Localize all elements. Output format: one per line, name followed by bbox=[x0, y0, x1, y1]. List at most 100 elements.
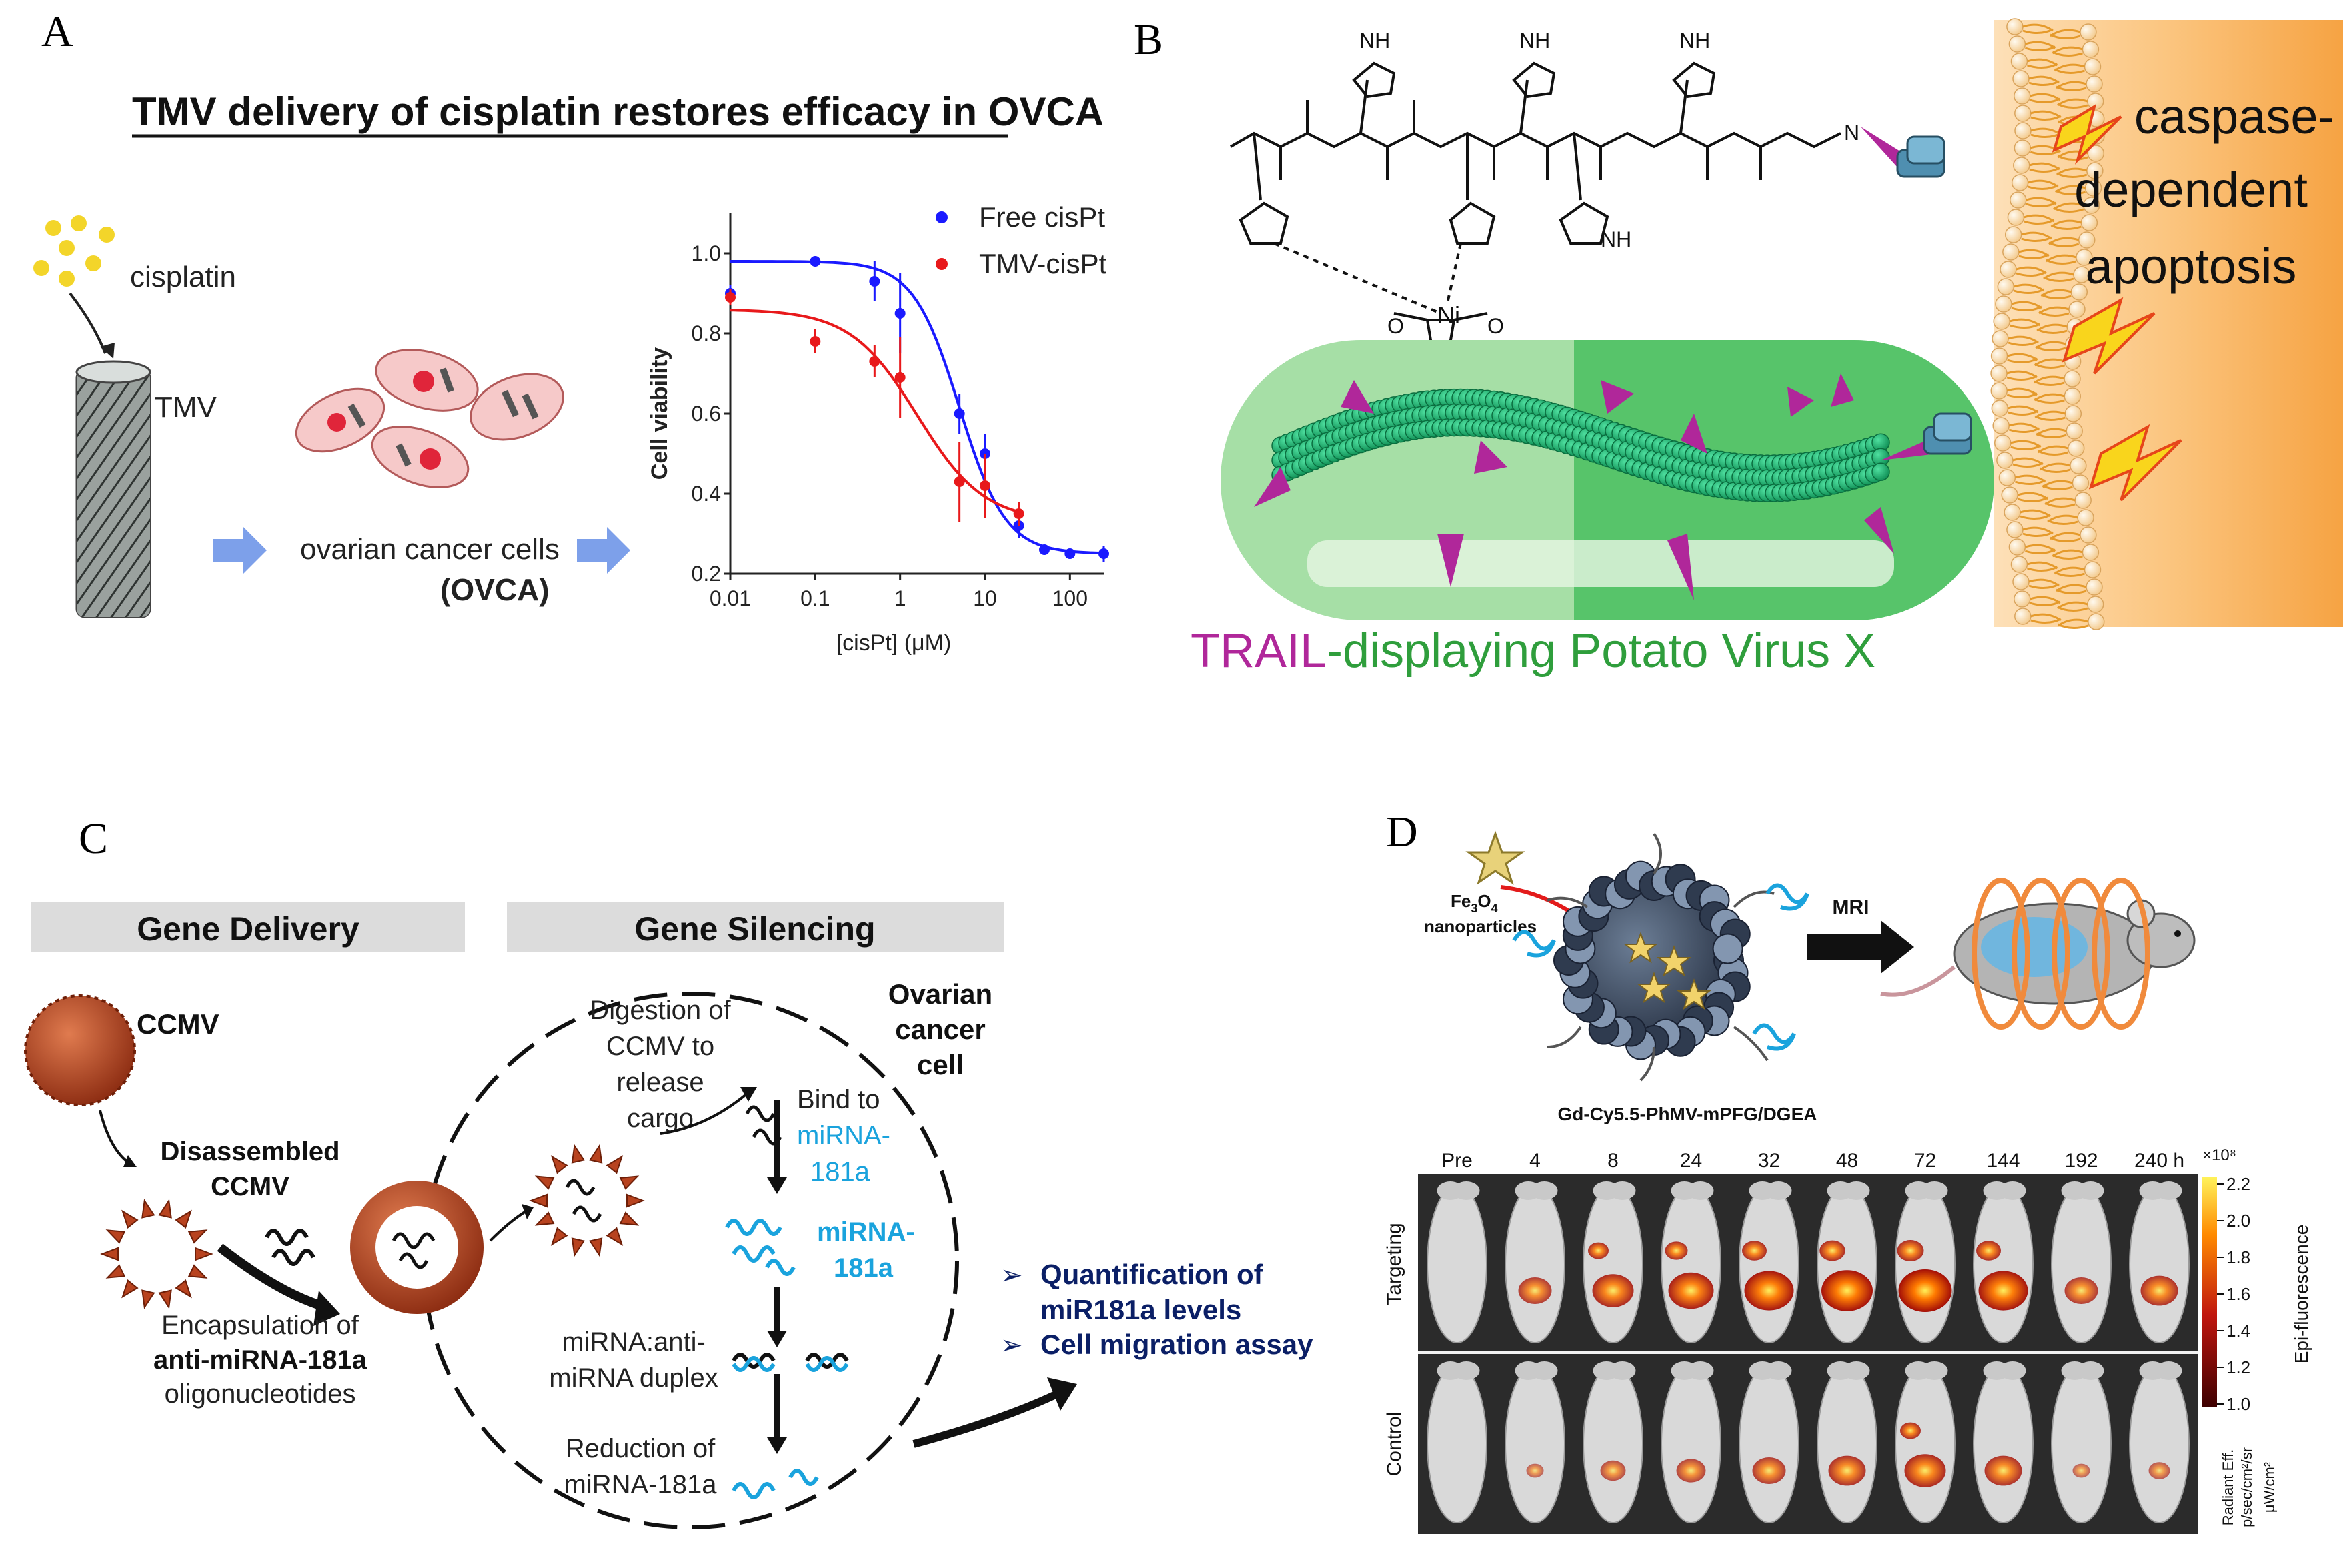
panel-c: Gene Delivery Gene Silencing CCMV Disass… bbox=[24, 902, 1313, 1529]
disassembled-fragments bbox=[100, 1199, 213, 1309]
lipid-head bbox=[1995, 295, 2012, 313]
lipid-head bbox=[2001, 486, 2018, 504]
x-tick-label: 0.1 bbox=[800, 586, 830, 610]
arrow-disassemble bbox=[99, 1110, 131, 1165]
lipid-head bbox=[2014, 122, 2032, 139]
header-gene-silencing bbox=[507, 902, 1004, 952]
capsid-fragment bbox=[534, 1175, 555, 1190]
timepoint-label: 240 h bbox=[2134, 1150, 2184, 1172]
label-disassembled-2: CCMV bbox=[211, 1172, 289, 1201]
cy55-dyes bbox=[1512, 883, 1809, 1051]
row-label-targeting: Targeting bbox=[1383, 1223, 1405, 1305]
label-mirna-2: 181a bbox=[834, 1253, 894, 1283]
capsid-fragment bbox=[571, 1237, 586, 1257]
apoptosis-line3: apoptosis bbox=[2086, 239, 2297, 294]
capsid-fragment bbox=[158, 1199, 172, 1219]
ovarian-cancer-cells bbox=[295, 349, 564, 489]
units-line1: Radiant Eff. bbox=[2220, 1449, 2236, 1526]
lipid-head bbox=[2086, 578, 2103, 596]
mouse-silhouette bbox=[1505, 1185, 1565, 1343]
colorbar-tick-label: 1.8 bbox=[2226, 1247, 2250, 1267]
lipid-head bbox=[2068, 301, 2086, 318]
lipid-tail bbox=[2007, 353, 2038, 363]
capsid-fragment bbox=[626, 1193, 645, 1208]
cisplatin-arrow bbox=[69, 292, 107, 354]
timepoint-label: 48 bbox=[1836, 1150, 1858, 1172]
lipid-tail bbox=[2054, 566, 2085, 577]
fluorescence-hotspot bbox=[1976, 1241, 2001, 1261]
lipid-tail bbox=[2034, 410, 2066, 421]
label-digestion-2: CCMV to bbox=[606, 1032, 714, 1061]
lipid-head bbox=[2086, 75, 2103, 93]
label-ovarian-3: cell bbox=[917, 1049, 964, 1080]
fluorescence-hotspot bbox=[1744, 1271, 1794, 1311]
lipid-tail bbox=[2056, 81, 2087, 91]
lipid-tail bbox=[2043, 271, 2074, 282]
fluorescence-hotspot bbox=[1665, 1241, 1688, 1260]
data-point bbox=[1013, 508, 1024, 519]
legend-free: Free cisPt bbox=[979, 201, 1105, 233]
fluorescence-hotspot bbox=[2140, 1275, 2178, 1306]
lipid-head bbox=[2006, 521, 2024, 538]
atom-nh-2: NH bbox=[1519, 29, 1550, 53]
lipid-head bbox=[1997, 278, 2015, 295]
lipid-tail bbox=[2013, 283, 2045, 294]
lipid-head bbox=[1990, 382, 2008, 400]
data-point bbox=[954, 476, 965, 487]
lipid-tail bbox=[2057, 618, 2089, 629]
data-point bbox=[954, 408, 965, 419]
lipid-head bbox=[2073, 266, 2090, 283]
y-axis-label: Cell viability bbox=[647, 347, 672, 480]
label-bind-3: 181a bbox=[810, 1157, 870, 1187]
lipid-head bbox=[2014, 105, 2032, 122]
label-encap-2: anti-miRNA-181a bbox=[153, 1345, 367, 1375]
lipid-tail bbox=[2007, 405, 2039, 416]
label-disassembled-1: Disassembled bbox=[160, 1137, 339, 1166]
label-bind-2: miRNA- bbox=[797, 1121, 890, 1150]
lipid-tail bbox=[2042, 480, 2073, 490]
lipid-tail bbox=[2030, 145, 2062, 155]
capsid-fragment bbox=[588, 1144, 603, 1164]
fluorescence-hotspot bbox=[1900, 1422, 1921, 1439]
mirna-duplexes bbox=[732, 1353, 849, 1372]
lipid-head bbox=[2014, 590, 2031, 608]
lipid-head bbox=[2006, 18, 2024, 35]
y-tick-label: 0.2 bbox=[692, 562, 721, 586]
block-arrow-1 bbox=[213, 527, 267, 574]
data-point bbox=[869, 356, 880, 367]
colorbar-tick-label: 1.0 bbox=[2226, 1394, 2250, 1414]
lipid-head bbox=[1993, 313, 2010, 330]
lipid-head bbox=[2080, 23, 2097, 41]
fluorescence-hotspot bbox=[2064, 1277, 2098, 1304]
lipid-head bbox=[2077, 509, 2094, 526]
mouse-silhouette bbox=[1583, 1185, 1643, 1343]
lipid-tail bbox=[2022, 526, 2054, 537]
bullet-2: Cell migration assay bbox=[1040, 1329, 1313, 1360]
mouse-mri-illustration bbox=[1880, 878, 2196, 1030]
fluorescence-hotspot bbox=[1518, 1277, 1552, 1304]
data-point bbox=[810, 256, 821, 267]
mouse-silhouette bbox=[2051, 1185, 2112, 1343]
lipid-head bbox=[2064, 387, 2082, 405]
mouse-silhouette bbox=[1973, 1185, 2034, 1343]
mouse-silhouette bbox=[2129, 1365, 2190, 1523]
lipid-tail bbox=[2030, 93, 2061, 103]
header-gene-silencing-label: Gene Silencing bbox=[634, 910, 875, 948]
lipid-tail bbox=[2022, 23, 2054, 34]
label-ovarian-1: Ovarian bbox=[888, 978, 992, 1010]
lipid-tail bbox=[2036, 323, 2068, 334]
atom-o-2: O bbox=[1487, 314, 1504, 338]
apoptosis-field bbox=[1994, 20, 2343, 627]
arrow-release bbox=[660, 1092, 748, 1135]
panel-letter-c: C bbox=[79, 814, 109, 863]
lipid-head bbox=[2067, 440, 2085, 457]
lipid-tail bbox=[2020, 509, 2051, 520]
fluorescence-hotspot bbox=[1897, 1240, 1924, 1261]
lipid-tail bbox=[2054, 185, 2086, 195]
fluorescence-hotspot bbox=[1668, 1272, 1714, 1309]
data-point bbox=[979, 480, 990, 491]
pvx-caption: TRAIL-displaying Potato Virus X bbox=[1191, 624, 1875, 678]
viability-chart: Cell viability [cisPt] (μM) Free cisPt T… bbox=[647, 201, 1109, 656]
mouse-silhouette bbox=[2129, 1185, 2190, 1343]
